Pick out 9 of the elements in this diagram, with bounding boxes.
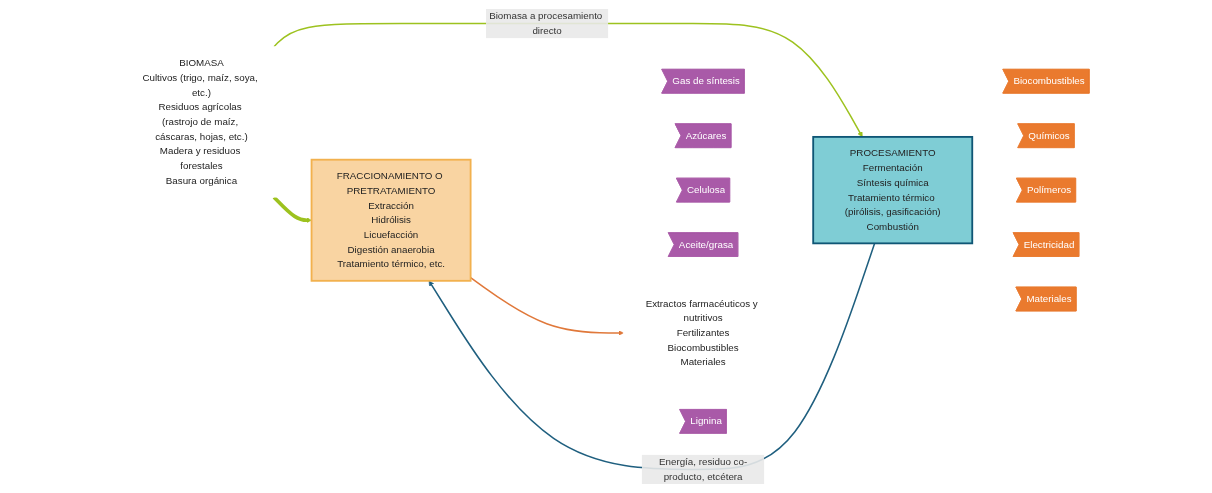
- node-text: BIOMASA Cultivos (trigo, maíz, soya, etc.) Residuos agrícolas (rastrojo de maíz, cáscaras, hojas, etc.) Madera y residuos forestales Basura orgánica: [142, 57, 259, 186]
- edge-label: Energía, residuo co-producto, etcétera: [659, 456, 748, 482]
- arrow: [470, 276, 625, 336]
- edge-label: Biomasa a procesamiento directo: [489, 10, 603, 36]
- arrow: [429, 242, 876, 471]
- node-box: FRACCIONAMIENTO O PRETRATAMIENTO Extracción Hidrólisis Licuefacción Digestión anaerobia Tratamiento térmico, etc.: [311, 158, 472, 282]
- node-text: Extractos farmacéuticos y nutritivos Fertilizantes Biocombustibles Materiales: [646, 298, 759, 368]
- arrow: [273, 22, 864, 138]
- node-box: PROCESAMIENTO Fermentación Síntesis química Tratamiento térmico (pirólisis, gasificación) Combustión: [812, 136, 974, 245]
